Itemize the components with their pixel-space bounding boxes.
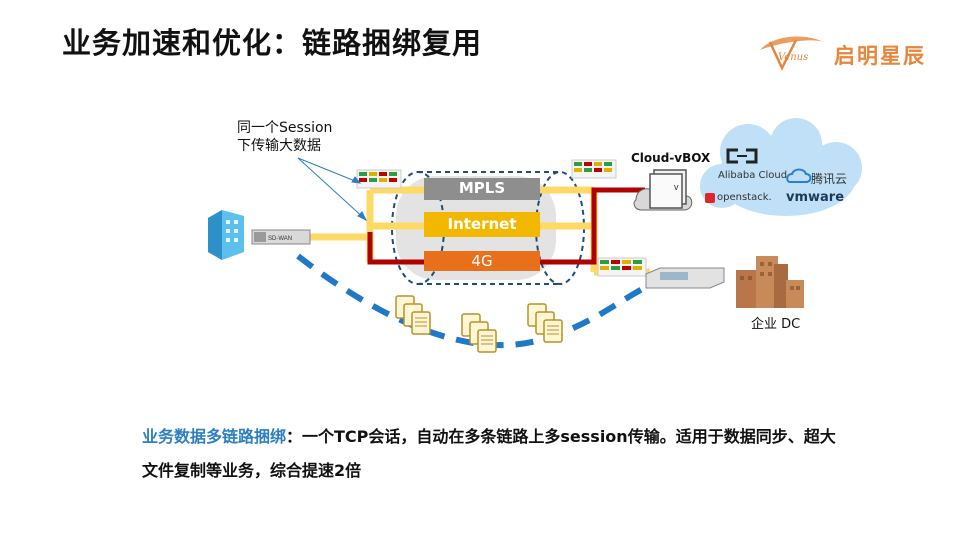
session-note-line2: 下传输大数据 — [237, 138, 321, 154]
vbox-letter: v — [674, 182, 679, 192]
enterprise-dc-label: 企业 DC — [751, 317, 801, 332]
tencent-cloud-label: 腾讯云 — [811, 172, 848, 186]
packet-cluster-right-bottom — [597, 257, 647, 277]
mpls-label: MPLS — [458, 179, 506, 197]
branch-building-icon — [208, 210, 244, 260]
alibaba-cloud-label: Alibaba Cloud — [718, 170, 788, 181]
description: 业务数据多链路捆绑：一个TCP会话，自动在多条链路上多session传输。适用于… — [142, 420, 842, 488]
bundle-flow-arc — [296, 253, 650, 349]
vmware-label: vmware — [786, 190, 845, 205]
page-title: 业务加速和优化：链路捆绑复用 — [62, 26, 483, 60]
mpls-link — [424, 178, 540, 200]
description-text: ：一个TCP会话，自动在多条链路上多session传输。适用于数据同步、超大文件… — [142, 427, 836, 480]
openstack-label: openstack. — [717, 192, 772, 203]
internet-label: Internet — [447, 215, 517, 233]
cloud-icon — [700, 118, 862, 216]
tencent-cloud-icon — [786, 168, 812, 183]
sdwan-device-label: SD-WAN — [268, 236, 292, 242]
logo-script: Venus — [778, 52, 808, 63]
network-diagram: SD-WAN v — [208, 118, 862, 353]
datacenter-building-icon — [736, 256, 804, 308]
logo-text: 启明星辰 — [834, 44, 926, 68]
session-note: 同一个Session 下传输大数据 — [237, 119, 332, 155]
alibaba-cloud-icon — [726, 148, 758, 164]
vbox-icon: v — [633, 169, 693, 211]
lte-label: 4G — [471, 252, 493, 270]
openstack-icon — [705, 193, 715, 203]
internet-link — [424, 212, 540, 237]
dc-appliance-icon — [645, 267, 725, 289]
session-note-line1: 同一个Session — [237, 120, 333, 136]
sdwan-device-icon: SD-WAN — [251, 229, 311, 245]
description-highlight: 业务数据多链路捆绑 — [142, 427, 287, 446]
lte-link — [424, 251, 540, 271]
venus-logo: Venus — [760, 36, 824, 71]
cloud-vbox-label: Cloud-vBOX — [631, 151, 711, 165]
packet-cluster-left — [356, 169, 402, 189]
note-arrows — [297, 157, 368, 222]
packet-cluster-right-top — [571, 159, 617, 179]
red-path — [367, 187, 645, 265]
document-icons — [395, 295, 563, 353]
